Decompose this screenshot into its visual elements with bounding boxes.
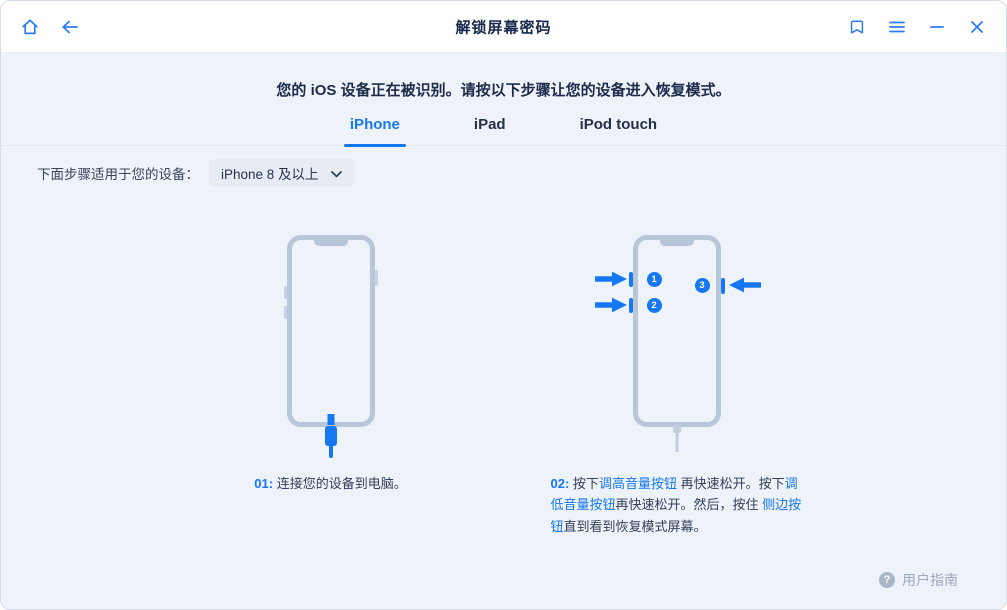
badge-1: 1 <box>646 272 662 287</box>
iphone-illustration-connect <box>283 235 378 458</box>
window-title: 解锁屏幕密码 <box>455 19 552 36</box>
arrow-right-icon <box>594 297 627 313</box>
steps-area: 01: 连接您的设备到电脑。 <box>1 235 1006 537</box>
step-2-text-segment: 按下 <box>572 476 599 491</box>
device-selector-row: 下面步骤适用于您的设备： iPhone 8 及以上 <box>37 159 1006 187</box>
step-2-text-highlight: 调高音量按钮 <box>598 476 677 491</box>
bookmark-icon[interactable] <box>846 16 868 38</box>
cable-cord <box>675 432 678 452</box>
step-2-text-highlight: 侧边按钮 <box>550 497 802 534</box>
step-2: 1 2 3 02: 按下调高音量按钮 再快速松开。按下调低音量按钮再快速松开。然… <box>509 235 845 537</box>
instruction-text: 您的 iOS 设备正在被识别。请按以下步骤让您的设备进入恢复模式。 <box>276 82 731 99</box>
minimize-icon[interactable] <box>926 16 948 38</box>
home-icon[interactable] <box>19 16 41 38</box>
main-content: 您的 iOS 设备正在被识别。请按以下步骤让您的设备进入恢复模式。 iPhone… <box>1 53 1006 609</box>
chevron-down-icon <box>330 166 342 181</box>
user-guide-label: 用户指南 <box>902 572 958 588</box>
step-1-caption: 01: 连接您的设备到电脑。 <box>254 473 406 494</box>
step-2-text-highlight: 调低音量按钮 <box>550 476 798 513</box>
step-2-caption: 02: 按下调高音量按钮 再快速松开。按下调低音量按钮再快速松开。然后，按住 侧… <box>551 473 803 537</box>
phone-side-button <box>374 270 378 286</box>
arrow-right-icon <box>594 271 627 287</box>
step-2-text-segment: 再快速松开。然后，按住 <box>615 497 763 513</box>
step-2-illustration: 1 2 3 <box>509 235 845 452</box>
arrow-left-icon <box>728 277 761 293</box>
badge-2: 2 <box>646 298 662 313</box>
device-selector-label: 下面步骤适用于您的设备： <box>37 167 199 182</box>
device-tabs: iPhone iPad iPod touch <box>1 116 1006 147</box>
cable-plug <box>672 424 681 433</box>
volume-up-button-highlight <box>628 272 633 287</box>
step-1-number: 01: <box>254 476 274 491</box>
user-guide-link[interactable]: ? 用户指南 <box>879 570 958 590</box>
tab-ipad[interactable]: iPad <box>473 116 506 133</box>
step-2-text-segment: 直到看到恢复模式屏幕。 <box>563 518 707 534</box>
volume-down-button-highlight <box>628 298 633 313</box>
step-2-number: 02: <box>550 476 570 491</box>
close-icon[interactable] <box>966 16 988 38</box>
iphone-illustration-buttons <box>632 235 721 452</box>
back-icon[interactable] <box>59 16 81 38</box>
step-1-text: 连接您的设备到电脑。 <box>276 476 407 491</box>
cable-cord <box>328 445 333 458</box>
badge-3: 3 <box>694 278 710 293</box>
tab-ipod-touch[interactable]: iPod touch <box>579 116 658 133</box>
phone-notch <box>313 239 348 246</box>
lightning-connector-tip <box>327 414 334 425</box>
titlebar-left-icons <box>19 16 81 38</box>
phone-volume-down-button <box>283 306 287 319</box>
step-1-illustration <box>163 235 499 458</box>
step-1: 01: 连接您的设备到电脑。 <box>163 235 499 537</box>
step-2-text-segment: 再快速松开。按下 <box>676 476 785 491</box>
tab-iphone[interactable]: iPhone <box>343 116 406 147</box>
device-model-dropdown[interactable]: iPhone 8 及以上 <box>209 159 354 187</box>
phone-volume-up-button <box>283 286 287 299</box>
side-button-highlight <box>720 278 725 294</box>
help-icon: ? <box>879 572 895 588</box>
menu-icon[interactable] <box>886 16 908 38</box>
lightning-connector-icon <box>324 426 337 446</box>
phone-notch <box>659 239 694 246</box>
titlebar: 解锁屏幕密码 <box>1 1 1006 53</box>
titlebar-right-icons <box>846 1 988 53</box>
device-model-value: iPhone 8 及以上 <box>221 167 319 182</box>
